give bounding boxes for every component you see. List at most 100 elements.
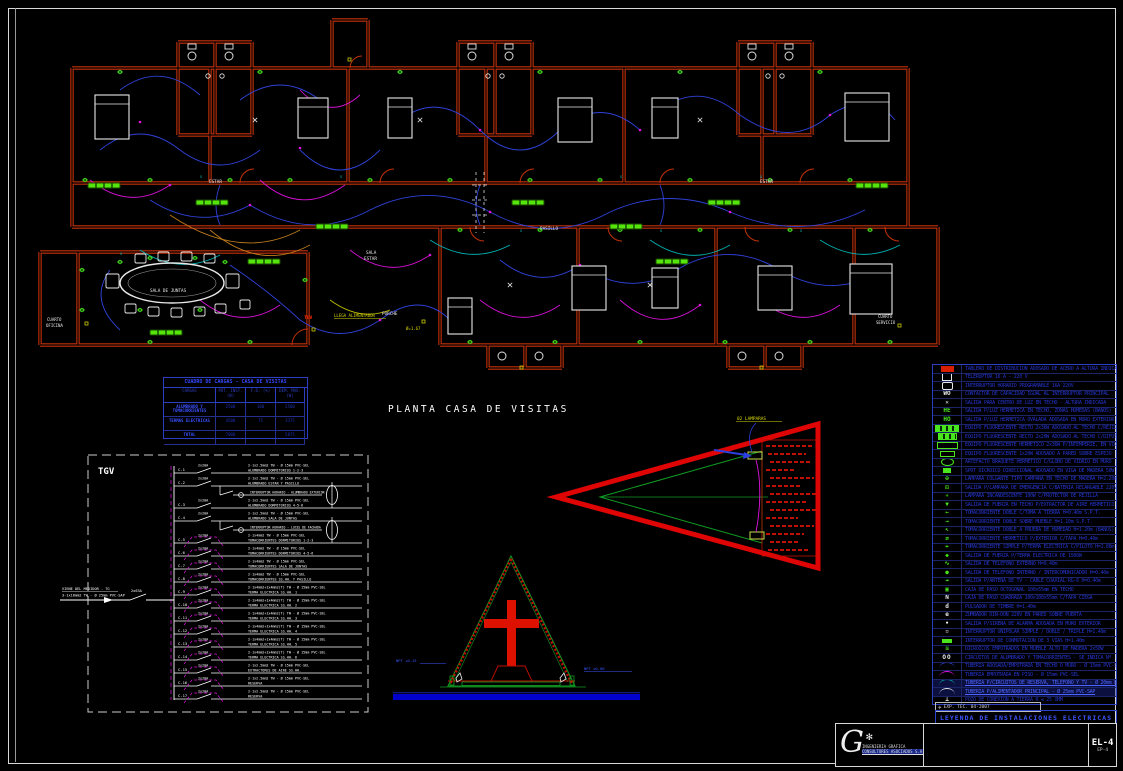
legend-description: TELERUPTOR 16 A - 220 V	[965, 374, 1028, 381]
legend-row: EQUIPO FLUORESCENTE 1x20W ADOSADO A PARE…	[933, 449, 1116, 458]
legend-row: ◆SALIDA DE FUERZA P/TERMA ELECTRICA DE 1…	[933, 551, 1116, 560]
conduit-b	[369, 195, 491, 213]
conduit-y	[329, 299, 391, 315]
legend-description: LAMPARA COLGANTE TIPO CAMPANA EN TECHO D…	[965, 476, 1116, 483]
load-table-cell: 2500	[216, 403, 246, 417]
load-table-cell: 7000	[216, 431, 246, 445]
legend-row: EQUIPO FLUORESCENTE HERMETICO 2x36W P/IN…	[933, 440, 1116, 449]
fl3-legend-symbol	[933, 441, 962, 449]
circuit-id: C-1	[178, 467, 186, 472]
braquete-symbol	[421, 319, 426, 324]
legend-row: ●SALIDA DE TELEFONO INTERNO / INTERCOMUN…	[933, 568, 1116, 577]
d-legend-symbol: d	[933, 603, 962, 611]
conduit-o	[169, 214, 301, 244]
conduit-b	[729, 209, 866, 227]
sink-symbol	[779, 73, 785, 79]
legend-description: LAMPARA INCANDESCENTE 100W C/PROTECTOR D…	[965, 493, 1098, 500]
circuit-id: C-14	[178, 654, 188, 659]
circuit-name: EXTRACTORES DE AIRE SS.HH.	[248, 669, 301, 673]
legend-description: INTERRUPTOR UNIPOLAR SIMPLE / DOBLE / TR…	[965, 629, 1106, 636]
legend-description: TABLERO DE DISTRIBUCION ADOSADO DE ACERO…	[965, 365, 1116, 372]
legend-row: ▫INTERRUPTOR UNIPOLAR SIMPLE / DOBLE / T…	[933, 627, 1116, 636]
toilet-tank	[784, 43, 794, 50]
legend-description: TUBERIA P/CIRCUITOS DE RESERVA, TELEFONO…	[965, 680, 1116, 687]
legend-description: SALIDA P/SIRENA DE ALARMA ADOSADA EN MUR…	[965, 620, 1101, 627]
sink-symbol	[765, 73, 771, 79]
sq2-legend-symbol: ▣	[933, 586, 962, 594]
lamp-legend-symbol: ✕	[933, 399, 962, 407]
circuit-id: C-9	[178, 589, 186, 594]
load-table-cell: 75	[246, 417, 276, 431]
legend-row: TUBERIA ADOSADA/EMPOTRADA EN TECHO O MUR…	[933, 661, 1116, 670]
ceiling-light-symbol	[507, 282, 513, 288]
scr-legend-symbol: ∿	[933, 560, 962, 568]
bar-legend-symbol	[933, 467, 962, 475]
room-label-sala2: ESTAR	[364, 256, 377, 262]
circuit-name: RESERVA	[248, 682, 262, 686]
bed	[557, 97, 593, 143]
bed	[849, 263, 893, 315]
legend-row: ⇄TOMACORRIENTE HERMETICO P/EXTERIOR C/TA…	[933, 534, 1116, 543]
legend-description: SALIDA P/LUZ HERMETICA OVALADA ADOSADA E…	[965, 416, 1115, 423]
breaker-symbol	[196, 654, 212, 661]
conduit-b	[659, 184, 665, 226]
legend-row: TUBERIA P/ALIMENTADOR PRINCIPAL - Ø 25mm…	[933, 687, 1116, 696]
stair-dashes	[472, 172, 488, 233]
room-label-sala: SALA	[366, 250, 377, 256]
door-swing	[239, 55, 900, 346]
legend-description: TOMACORRIENTE DOBLE C/TOMA A TIERRA H=0.…	[965, 510, 1101, 517]
toilet-symbol	[467, 51, 477, 61]
chair	[214, 303, 227, 314]
load-table-cell: 3375	[276, 417, 305, 431]
room-label-serv2: SERVICIO	[876, 320, 896, 325]
circuit-spec: 2-1x4mm2 TW - Ø 15mm PVC-SEL	[248, 572, 305, 577]
breaker-symbol	[196, 537, 212, 544]
wall-outline	[38, 18, 940, 370]
legend-title: LEYENDA DE INSTALACIONES ELECTRICAS	[940, 713, 1112, 722]
circuit-name: TOMACORRIENTES DORMITORIOS 4-5-6	[248, 552, 313, 556]
junction-dot	[728, 210, 732, 214]
room-label-pasillo: PASILLO	[540, 226, 559, 232]
sub-circuit	[219, 486, 322, 496]
breaker-rating: 2x20A	[198, 677, 208, 681]
fl1-legend-symbol	[933, 424, 962, 432]
load-table-cell: 100	[246, 403, 276, 417]
plane-icon: ✈	[938, 703, 942, 711]
al-legend-symbol: ←	[933, 509, 962, 517]
toilet-tank	[187, 43, 197, 50]
legend-row: ↞TOMACORRIENTE SIMPLE P/TERMA ELECTRICA …	[933, 542, 1116, 551]
toilet-symbol	[784, 51, 794, 61]
circuit-id: C-3	[178, 502, 185, 507]
conduit-m	[619, 299, 701, 320]
room-label-estar-left: ESTAR	[209, 179, 222, 185]
toilet-tank	[747, 43, 757, 50]
conduit-b	[100, 269, 121, 331]
breaker-rating: 2x20A	[198, 560, 208, 564]
legend-description: SPOT DICROICO DIRECCIONAL ADOSADO EN VIG…	[965, 467, 1115, 474]
breaker-symbol	[196, 515, 212, 522]
chair	[124, 303, 137, 314]
legend-description: SALIDA P/ANTENA DE TV - CABLE COAXIAL RG…	[965, 578, 1101, 585]
conduit-b	[119, 75, 201, 96]
as-legend-symbol: ↞	[933, 543, 962, 551]
breaker-symbol	[196, 480, 212, 487]
bed	[571, 265, 607, 311]
conduit-b	[679, 254, 781, 271]
toilet-symbol	[747, 51, 757, 61]
switch-symbol: S	[620, 175, 622, 179]
sheet-inner-border	[15, 8, 16, 762]
legend-description: TOMACORRIENTE DOBLE A PRUEBA DE HUMEDAD …	[965, 527, 1115, 534]
bed	[844, 92, 890, 142]
breaker-rating: 2x20A	[198, 547, 208, 551]
junction-dot	[828, 113, 832, 117]
tgv-label: TGV	[98, 467, 115, 477]
ceiling-light-symbol	[417, 117, 423, 123]
legend-description: SALIDA DE FUERZA P/TERMA ELECTRICA DE 15…	[965, 552, 1082, 559]
circuit-id: C-15	[178, 667, 187, 672]
sqd-legend-symbol: ⊡	[933, 484, 962, 492]
legend-description: CONTACTOR DE CAPACIDAD IGUAL AL INTERRUP…	[965, 391, 1109, 398]
circuit-spec: 2-1x4mm2+1x4mm2(T) TW - Ø 15mm PVC-SEL	[248, 585, 326, 590]
conduit-c	[139, 249, 221, 265]
